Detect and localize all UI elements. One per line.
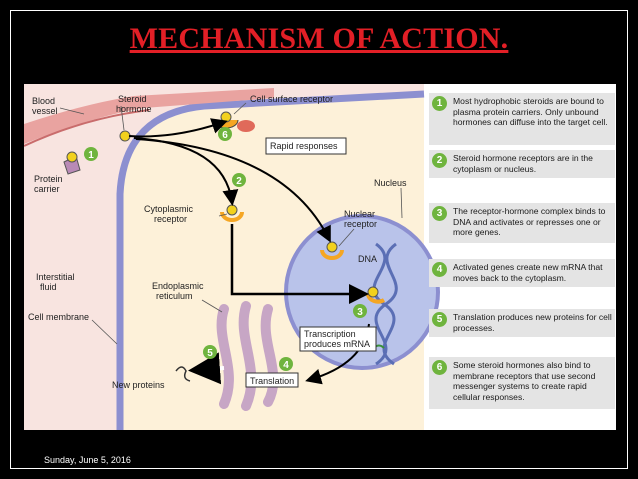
arrow-to-nuclear-receptor <box>135 138 331 243</box>
step-6-number: 6 <box>432 360 447 375</box>
step-5: 5 Translation produces new proteins for … <box>429 309 615 337</box>
leader-blood-vessel <box>59 107 85 115</box>
marker-5-label: 5 <box>207 348 213 359</box>
label-rapid-responses: Rapid responses <box>270 141 338 151</box>
dna-strand-b <box>374 242 398 366</box>
leader-nuclear-receptor <box>338 228 355 247</box>
marker-1-label: 1 <box>88 150 94 161</box>
er-fold-3 <box>260 304 279 407</box>
label-nuclear-2: receptor <box>344 219 377 229</box>
hormone-free <box>119 130 131 142</box>
hormone-nuclear <box>326 241 338 253</box>
label-protein-carrier-2: carrier <box>34 184 60 194</box>
step-1: 1 Most hydrophobic steroids are bound to… <box>429 93 615 145</box>
nuclear-receptor-shape <box>320 249 344 260</box>
label-er-1: Endoplasmic <box>152 281 204 291</box>
label-protein-carrier-1: Protein <box>34 174 63 184</box>
transcription-box <box>299 326 377 352</box>
label-interstitial-1: Interstitial <box>36 272 75 282</box>
step-4: 4 Activated genes create new mRNA that m… <box>429 259 615 287</box>
hormone-at-dna <box>367 286 379 298</box>
blood-vessel-wall <box>23 109 150 147</box>
label-cell-membrane: Cell membrane <box>28 312 89 322</box>
er-fold-1 <box>216 304 234 409</box>
marker-2-label: 2 <box>236 176 242 187</box>
slide-frame <box>10 10 628 469</box>
leader-cytoplasmic-receptor <box>218 213 228 217</box>
hormone-at-surface-receptor <box>220 111 232 123</box>
step-5-text: Translation produces new proteins for ce… <box>453 312 612 333</box>
rapid-response-effector <box>237 120 255 132</box>
marker-4: 4 <box>279 357 293 371</box>
marker-6: 6 <box>218 127 232 141</box>
label-er-2: reticulum <box>156 291 193 301</box>
step-6: 6 Some steroid hormones also bind to mem… <box>429 357 615 409</box>
leader-cell-surface-receptor <box>233 102 247 115</box>
translation-box <box>245 372 299 388</box>
step-5-number: 5 <box>432 312 447 327</box>
label-steroid-hormone-2: hormone <box>116 104 152 114</box>
rapid-responses-box <box>265 137 347 155</box>
step-2-number: 2 <box>432 153 447 168</box>
label-transcription-1: Transcription <box>304 329 356 339</box>
marker-4-label: 4 <box>283 360 289 371</box>
label-nuclear-1: Nuclear <box>344 209 375 219</box>
label-cell-surface-receptor: Cell surface receptor <box>250 94 333 104</box>
marker-6-label: 6 <box>222 130 228 141</box>
step-1-text: Most hydrophobic steroids are bound to p… <box>453 96 608 127</box>
leader-steroid-hormone <box>120 105 125 131</box>
label-transcription-2: produces mRNA <box>304 339 370 349</box>
arrow-to-surface-receptor <box>128 118 228 138</box>
mechanism-diagram: 1 2 3 4 5 6 Blood vessel Steroid hormone… <box>23 84 440 430</box>
step-4-text: Activated genes create new mRNA that mov… <box>453 262 603 283</box>
label-blood-vessel-1: Blood <box>32 96 55 106</box>
label-dna: DNA <box>358 254 377 264</box>
label-new-proteins: New proteins <box>112 380 165 390</box>
label-interstitial-2: fluid <box>40 282 57 292</box>
label-steroid-hormone-1: Steroid <box>118 94 147 104</box>
marker-5: 5 <box>203 345 217 359</box>
hormone-bound-carrier <box>66 151 78 163</box>
label-nucleus: Nucleus <box>374 178 407 188</box>
label-cytoplasmic-2: receptor <box>154 214 187 224</box>
step-3-text: The receptor-hormone complex binds to DN… <box>453 206 606 237</box>
marker-3-label: 3 <box>357 307 363 318</box>
er-fold-2 <box>238 301 257 411</box>
step-1-number: 1 <box>432 96 447 111</box>
leader-cell-membrane <box>91 319 118 345</box>
arrow-to-dna <box>230 224 369 304</box>
step-2: 2 Steroid hormone receptors are in the c… <box>429 150 615 178</box>
leader-nucleus <box>400 187 403 219</box>
arrow-to-new-proteins <box>188 352 225 385</box>
slide-date: Sunday, June 5, 2016 <box>44 455 131 465</box>
label-translation: Translation <box>250 376 294 386</box>
marker-3: 3 <box>353 304 367 318</box>
leader-er <box>201 299 223 313</box>
step-3: 3 The receptor-hormone complex binds to … <box>429 203 615 243</box>
new-protein-squiggle <box>175 366 191 382</box>
blood-vessel-shape <box>24 88 274 144</box>
cell-membrane-shape <box>116 90 425 430</box>
marker-1: 1 <box>84 147 98 161</box>
slide-title: MECHANISM OF ACTION. <box>129 22 509 55</box>
label-blood-vessel-2: vessel <box>32 106 58 116</box>
marker-2: 2 <box>232 173 246 187</box>
step-4-number: 4 <box>432 262 447 277</box>
step-6-text: Some steroid hormones also bind to membr… <box>453 360 596 402</box>
label-cytoplasmic-1: Cytoplasmic <box>144 204 194 214</box>
hormone-cytoplasmic <box>226 204 238 216</box>
step-3-number: 3 <box>432 206 447 221</box>
step-2-text: Steroid hormone receptors are in the cyt… <box>453 153 593 174</box>
